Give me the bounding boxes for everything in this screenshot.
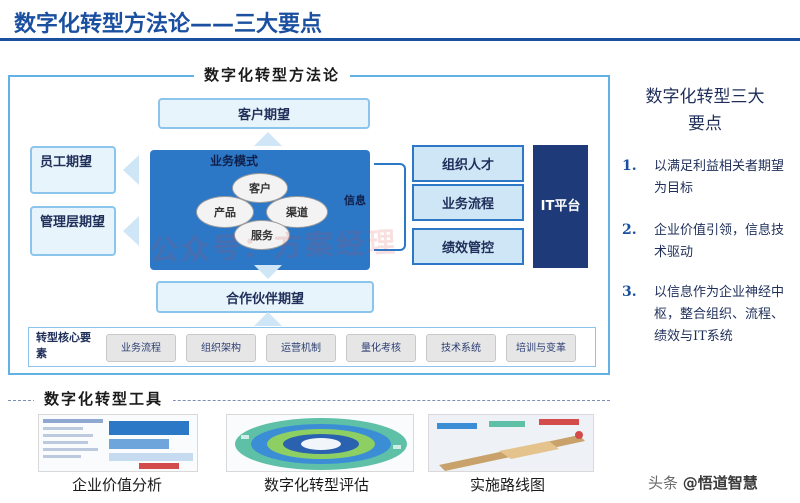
- capability-org-talent: 组织人才: [412, 145, 524, 182]
- value-analysis-graphic: [43, 419, 193, 469]
- assessment-wheel-graphic: [235, 418, 407, 470]
- watermark-account: @悟道智慧: [682, 474, 758, 492]
- info-label: 信息: [344, 194, 366, 207]
- capability-business-process: 业务流程: [412, 184, 524, 221]
- core-item-quantified-assessment: 量化考核: [346, 334, 416, 362]
- core-item-org-structure: 组织架构: [186, 334, 256, 362]
- management-expectation-box: 管理层期望: [30, 206, 116, 256]
- point-text-1: 以满足利益相关者期望为目标: [654, 159, 785, 196]
- page-title: 数字化转型方法论——三大要点: [14, 12, 323, 37]
- core-item-tech-system: 技术系统: [426, 334, 496, 362]
- partner-expectation-box: 合作伙伴期望: [156, 281, 374, 313]
- framework-title: 数字化转型方法论: [194, 64, 351, 85]
- capability-performance-control: 绩效管控: [412, 228, 524, 265]
- point-text-3: 以信息作为企业神经中枢，整合组织、流程、绩效与IT系统: [654, 285, 785, 344]
- point-number-1: 1.: [622, 158, 637, 174]
- core-item-training-change: 培训与变革: [506, 334, 576, 362]
- arrow-up-icon: [254, 312, 282, 326]
- watermark-corner: 头条 @悟道智慧: [648, 472, 758, 493]
- point-text-2: 企业价值引领，信息技术驱动: [654, 223, 785, 260]
- customer-expectation-box: 客户期望: [158, 98, 370, 129]
- arrow-left-icon: [123, 155, 139, 185]
- tools-title: 数字化转型工具: [34, 388, 174, 409]
- tool-label-roadmap: 实施路线图: [470, 476, 546, 494]
- arrow-up-icon: [254, 132, 282, 146]
- core-elements-label: 转型核心要素: [36, 331, 91, 360]
- core-item-business-process: 业务流程: [106, 334, 176, 362]
- it-platform-box: IT平台: [533, 145, 588, 268]
- core-item-operation-mechanism: 运营机制: [266, 334, 336, 362]
- arrow-left-icon: [123, 216, 139, 246]
- ellipse-channel: 渠道: [266, 196, 328, 228]
- title-divider: [0, 38, 800, 41]
- point-number-2: 2.: [622, 222, 637, 238]
- business-model-box: [150, 150, 370, 270]
- arrow-down-icon: [254, 265, 282, 279]
- employee-expectation-box: 员工期望: [30, 146, 116, 194]
- tool-label-assessment: 数字化转型评估: [264, 476, 370, 494]
- business-model-label: 业务模式: [210, 154, 259, 168]
- roadmap-thumbnail: [428, 414, 594, 472]
- ellipse-service: 服务: [234, 220, 290, 250]
- watermark-prefix: 头条: [648, 474, 679, 492]
- key-points-title: 数字化转型三大要点: [645, 87, 765, 134]
- info-bracket: [374, 163, 406, 251]
- point-number-3: 3.: [622, 284, 637, 300]
- assessment-thumbnail: [226, 414, 414, 472]
- roadmap-graphic: [429, 415, 593, 471]
- tool-label-value-analysis: 企业价值分析: [72, 476, 163, 494]
- tools-divider: [8, 400, 610, 401]
- value-analysis-thumbnail: [38, 414, 198, 472]
